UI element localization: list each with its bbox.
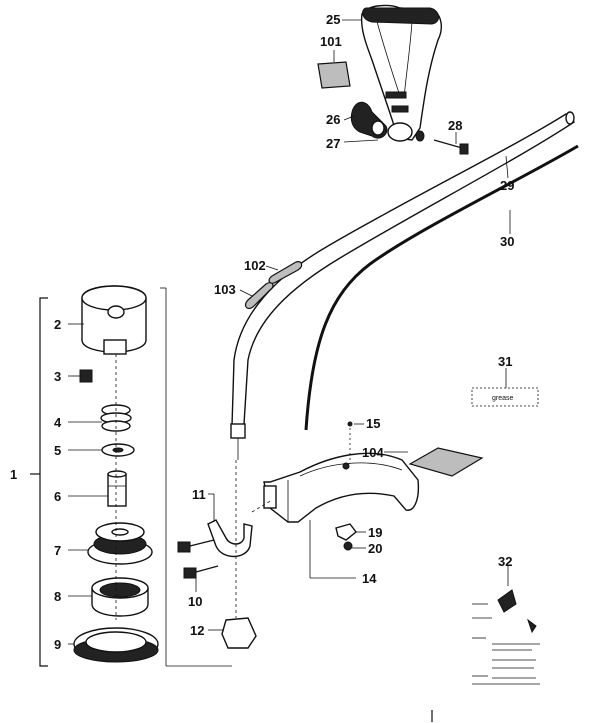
part-11-clamp bbox=[207, 519, 253, 558]
label-4: 4 bbox=[54, 415, 62, 430]
label-9: 9 bbox=[54, 637, 61, 652]
label-11: 11 bbox=[192, 487, 206, 502]
part-12-nut bbox=[221, 460, 257, 649]
label-30: 30 bbox=[500, 234, 514, 249]
label-3: 3 bbox=[54, 369, 61, 384]
part-31-grease bbox=[471, 387, 539, 407]
label-5: 5 bbox=[54, 443, 61, 458]
label-7: 7 bbox=[54, 543, 61, 558]
part-2-cap bbox=[81, 285, 147, 355]
grease-text: grease bbox=[492, 395, 514, 402]
part-28-screw bbox=[433, 139, 469, 155]
label-27: 27 bbox=[326, 136, 340, 151]
label-19: 19 bbox=[368, 525, 382, 540]
part-1-bracket bbox=[30, 287, 232, 667]
part-3-nut bbox=[79, 369, 93, 383]
label-14: 14 bbox=[362, 571, 377, 586]
part-32-manual bbox=[472, 589, 540, 685]
label-102: 102 bbox=[244, 258, 266, 273]
label-8: 8 bbox=[54, 589, 61, 604]
part-10-bolts bbox=[177, 539, 219, 579]
label-103: 103 bbox=[214, 282, 236, 297]
label-25: 25 bbox=[326, 12, 340, 27]
part-15-screw bbox=[342, 421, 353, 470]
label-32: 32 bbox=[498, 554, 512, 569]
part-6-shaft bbox=[107, 470, 127, 507]
part-104-label bbox=[408, 447, 484, 477]
label-10: 10 bbox=[188, 594, 202, 609]
part-9-ring bbox=[73, 627, 159, 663]
part-7-spool bbox=[87, 522, 153, 565]
label-104: 104 bbox=[362, 445, 384, 460]
part-8-housing bbox=[91, 577, 149, 617]
label-1: 1 bbox=[10, 467, 17, 482]
label-29: 29 bbox=[500, 178, 514, 193]
part-number-labels: 25 101 26 27 28 29 30 102 103 2 3 4 5 1 … bbox=[10, 12, 514, 652]
label-2: 2 bbox=[54, 317, 61, 332]
part-29-shaft bbox=[230, 111, 576, 460]
part-19-blade bbox=[335, 523, 357, 541]
part-14-guard bbox=[251, 452, 420, 523]
label-12: 12 bbox=[190, 623, 204, 638]
part-5-washer bbox=[101, 443, 135, 457]
label-6: 6 bbox=[54, 489, 61, 504]
part-101-decal bbox=[317, 61, 351, 89]
label-26: 26 bbox=[326, 112, 340, 127]
part-103-decal bbox=[244, 282, 274, 310]
part-20-nut bbox=[343, 541, 353, 551]
leader-lines bbox=[68, 19, 511, 645]
label-15: 15 bbox=[366, 416, 380, 431]
label-31: 31 bbox=[498, 354, 512, 369]
label-28: 28 bbox=[448, 118, 462, 133]
label-20: 20 bbox=[368, 541, 382, 556]
part-26-knob bbox=[350, 101, 388, 139]
part-102-decal bbox=[268, 261, 303, 284]
part-30-cable bbox=[304, 144, 579, 431]
part-4-spring bbox=[100, 404, 132, 432]
part-25-handle bbox=[360, 4, 442, 142]
label-101: 101 bbox=[320, 34, 342, 49]
